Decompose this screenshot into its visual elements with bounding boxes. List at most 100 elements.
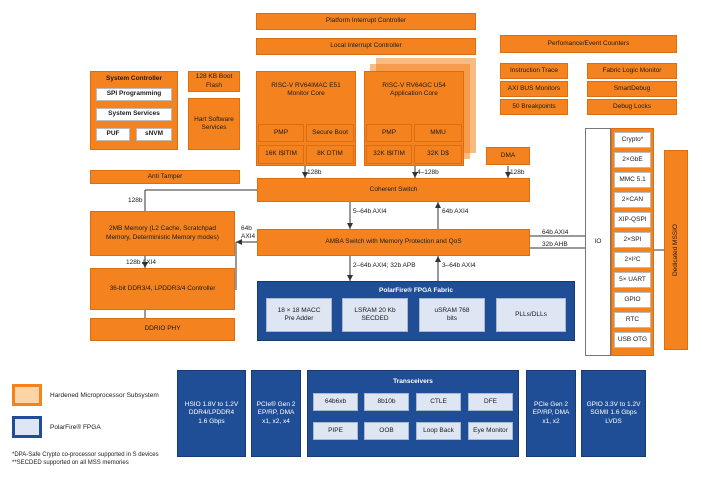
u54-itim-label: 32K I$ITIM	[373, 150, 405, 158]
bus-label-memory: 128b	[128, 197, 143, 204]
bus-label-io-axi: 64b AXI4	[542, 229, 569, 236]
platform-interrupt-controller: Platform Interrupt Controller	[256, 13, 476, 30]
anti-tamper-label: Anti Tamper	[147, 172, 183, 180]
peripheral-label: GPIO	[624, 295, 641, 303]
e51-dtim: 8K DTIM	[306, 145, 354, 164]
spi-programming-label: SPI Programming	[106, 90, 162, 98]
peripheral-crypto: Crypto*	[614, 132, 651, 148]
xcvr-label: Eye Monitor	[473, 426, 508, 434]
u54-pmp: PMP	[366, 124, 412, 142]
xcvr-ctle: CTLE	[416, 393, 461, 411]
bus-label-e51: 128b	[307, 169, 322, 176]
pcie-left: PCIe® Gen 2 EP/RP, DMA x1, x2, x4	[251, 370, 301, 457]
peripheral-label: Crypto*	[621, 135, 644, 143]
dma: DMA	[486, 147, 530, 165]
xcvr-label: PIPE	[328, 426, 343, 434]
fpga-fabric-title: PolarFire® FPGA Fabric	[379, 287, 453, 294]
dedicated-mssio: Dedicated MSSIO	[664, 150, 688, 350]
peripheral-label: 2×GbE	[622, 155, 643, 163]
peripheral-gpio: GPIO	[614, 292, 651, 308]
puf: PUF	[96, 128, 130, 141]
axi-bus-monitors-label: AXI BUS Monitors	[507, 84, 561, 92]
local-interrupt-controller: Local Interrupt Controller	[256, 38, 476, 55]
xcvr-dfe: DFE	[468, 393, 513, 411]
peripheral-uart: 5× UART	[614, 272, 651, 288]
u54-dcache: 32K D$	[414, 145, 462, 164]
l2-memory: 2MB Memory (L2 Cache, Scratchpad Memory,…	[90, 211, 235, 256]
smartdebug-label: SmartDebug	[613, 84, 651, 92]
xcvr-label: DFE	[484, 397, 497, 405]
footnote-crypto: *DPA-Safe Crypto co-processor supported …	[12, 452, 159, 458]
ddrio-phy: DDRIO PHY	[90, 318, 235, 341]
bus-label-u54: 4–128b	[417, 169, 439, 176]
peripheral-label: USB OTG	[617, 335, 648, 343]
gpio-bank: GPIO 3.3V to 1.2V SGMII 1.6 Gbps LVDS	[581, 370, 646, 457]
amba-switch-label: AMBA Switch with Memory Protection and Q…	[325, 238, 462, 246]
xcvr-pipe: PIPE	[313, 422, 358, 440]
xcvr-oob: OOB	[364, 422, 409, 440]
platform-interrupt-label: Platform Interrupt Controller	[325, 17, 407, 25]
peripheral-spi: 2×SPI	[614, 232, 651, 248]
usram-block: uSRAM 768 bits	[419, 298, 485, 332]
spi-programming: SPI Programming	[96, 88, 172, 101]
ddr-controller-label: 36-bit DDR3/4, LPDDR3/4 Controller	[109, 284, 216, 292]
perf-event-counters: Perfomance/Event Counters	[500, 35, 677, 53]
smartdebug: SmartDebug	[587, 81, 677, 97]
e51-pmp: PMP	[258, 124, 304, 142]
lsram-label: LSRAM 20 Kb SECDED	[354, 306, 396, 322]
bus-label-coh-to-amba: 5–64b AXI4	[353, 208, 387, 215]
footnote-secded: **SECDED supported on all MSS memories	[12, 460, 129, 466]
snvm-label: sNVM	[144, 130, 164, 138]
peripheral-label: 2×SPI	[623, 235, 642, 243]
xcvr-loopback: Loop Back	[416, 422, 461, 440]
bus-label-fabric-to-amba: 3–64b AXI4	[442, 262, 476, 269]
coherent-switch: Coherent Switch	[257, 178, 530, 202]
dedicated-mssio-label: Dedicated MSSIO	[671, 223, 679, 277]
xcvr-label: Loop Back	[423, 426, 454, 434]
application-core-title: RISC-V RV64GC U54 Application Core	[382, 82, 446, 98]
pcie-left-label: PCIe® Gen 2 EP/RP, DMA x1, x2, x4	[256, 401, 296, 425]
legend-hardened-swatch	[12, 384, 42, 406]
peripheral-label: 5× UART	[619, 275, 646, 283]
legend-fpga-swatch	[12, 416, 42, 438]
u54-mmu-label: MMU	[430, 128, 446, 136]
ddrio-phy-label: DDRIO PHY	[144, 325, 181, 333]
memory-label: 2MB Memory (L2 Cache, Scratchpad Memory,…	[106, 225, 219, 241]
amba-switch: AMBA Switch with Memory Protection and Q…	[257, 229, 530, 256]
anti-tamper: Anti Tamper	[90, 170, 240, 184]
macc-label: 18 × 18 MACC Pre Adder	[277, 306, 321, 322]
peripheral-gbe: 2×GbE	[614, 152, 651, 168]
hsio-label: HSIO 1.8V to 1.2V DDR4/LPDDR4 1.6 Gbps	[184, 401, 239, 425]
axi-bus-monitors: AXI BUS Monitors	[500, 81, 568, 97]
monitor-core-title: RISC-V RV64IMAC E51 Monitor Core	[271, 82, 341, 98]
io-label: IO	[594, 237, 602, 245]
u54-itim: 32K I$ITIM	[366, 145, 412, 164]
u54-mmu: MMU	[414, 124, 462, 142]
transceivers-title: Transceivers	[393, 378, 433, 385]
hsio-bank: HSIO 1.8V to 1.2V DDR4/LPDDR4 1.6 Gbps	[177, 370, 246, 457]
peripheral-rtc: RTC	[614, 312, 651, 328]
breakpoints-label: 50 Breakpoints	[512, 102, 556, 110]
dma-label: DMA	[500, 151, 516, 159]
fabric-logic-monitor-label: Fabric Logic Monitor	[602, 66, 662, 74]
xcvr-label: OOB	[379, 426, 394, 434]
pcie-right-label: PCIe Gen 2 EP/RP, DMA x1, x2	[532, 401, 570, 425]
macc-block: 18 × 18 MACC Pre Adder	[266, 298, 332, 332]
debug-locks: Debug Locks	[587, 99, 677, 115]
bus-label-dma: 128b	[510, 169, 525, 176]
peripheral-can: 2×CAN	[614, 192, 651, 208]
e51-itim-label: 16K I$ITIM	[265, 150, 297, 158]
e51-dtim-label: 8K DTIM	[317, 150, 343, 158]
bus-label-amba-to-fabric: 2–64b AXI4; 32b APB	[353, 262, 416, 269]
peripheral-qspi: XIP-QSPI	[614, 212, 651, 228]
local-interrupt-label: Local Interrupt Controller	[330, 42, 402, 50]
transceivers: Transceivers	[307, 370, 519, 457]
plls-block: PLLs/DLLs	[496, 298, 566, 332]
u54-pmp-label: PMP	[381, 128, 397, 136]
bus-label-amba-to-mem: 64b AXI4	[241, 225, 256, 240]
xcvr-8b10b: 8b10b	[364, 393, 409, 411]
instruction-trace-label: Instruction Trace	[509, 66, 559, 74]
boot-flash-label: 128 KB Boot Flash	[195, 73, 233, 89]
xcvr-label: CTLE	[430, 397, 447, 405]
